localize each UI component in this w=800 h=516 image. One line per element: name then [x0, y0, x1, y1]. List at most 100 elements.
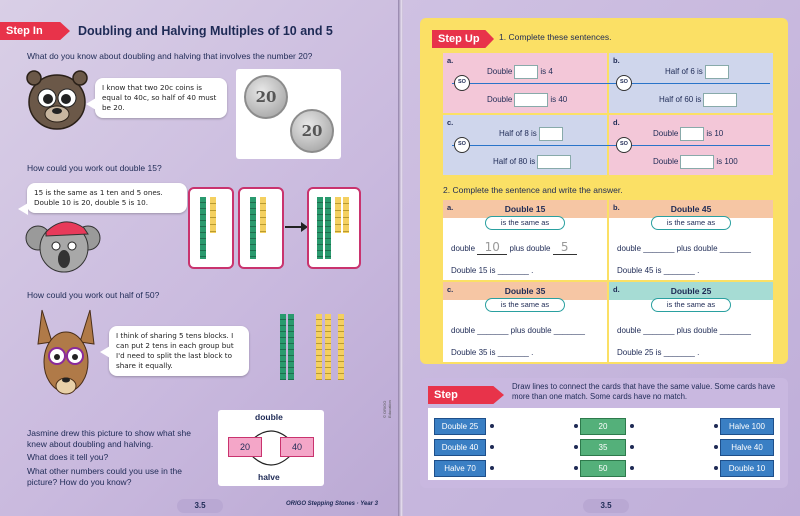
cell-2b: b. Double 45 is the same as double _____… — [609, 200, 773, 280]
box-40: 40 — [280, 437, 314, 457]
koala-illustration — [25, 221, 101, 273]
speech-bubble-2: 15 is the same as 1 ten and 5 ones. Doub… — [18, 183, 187, 215]
card-area: Double 25 Double 40 Halve 70 20 35 50 Ha… — [428, 408, 780, 480]
answer-box[interactable] — [680, 127, 705, 141]
tens-block — [317, 197, 323, 259]
cell-2a: a. Double 15 is the same as double 10 pl… — [443, 200, 607, 280]
step-ahead-panel: Step Ahead Draw lines to connect the car… — [420, 378, 788, 488]
cell-label: d. — [613, 118, 620, 127]
answer-box[interactable] — [703, 93, 738, 107]
same-as-pill: is the same as — [651, 298, 731, 312]
sentence: Half of 6 is — [665, 65, 731, 79]
coins-panel: 20 20 — [236, 69, 341, 159]
sentence[interactable]: Double 35 is _______ . — [451, 348, 534, 357]
cell-label: c. — [447, 285, 454, 294]
blocks-group-15 — [188, 187, 234, 269]
cell-heading: Double 15 — [504, 204, 546, 214]
answer-box[interactable] — [538, 127, 563, 141]
connect-dot[interactable] — [574, 445, 578, 449]
label-double: double — [255, 412, 283, 422]
box-20: 20 — [228, 437, 262, 457]
ones-blocks — [210, 197, 216, 233]
card-halve-40[interactable]: Halve 40 — [720, 439, 774, 456]
ones-blocks — [335, 197, 341, 233]
coin-20c: 20 — [244, 75, 288, 119]
connect-dot[interactable] — [574, 466, 578, 470]
connect-dot[interactable] — [714, 424, 718, 428]
cell-label: d. — [613, 285, 620, 294]
connect-dot[interactable] — [630, 466, 634, 470]
cell-label: a. — [447, 56, 454, 65]
cell-label: b. — [613, 203, 620, 212]
page-number: 3.5 — [583, 499, 629, 513]
answer-box[interactable] — [704, 65, 729, 79]
sentence: double 10 plus double 5 — [451, 240, 577, 255]
ones-blocks — [343, 197, 349, 233]
answer-box[interactable] — [514, 93, 549, 107]
so-badge: SO — [616, 75, 632, 91]
answer-box[interactable] — [537, 155, 572, 169]
answer-box[interactable] — [680, 155, 715, 169]
cell-heading: Double 35 — [504, 286, 546, 296]
connect-dot[interactable] — [630, 445, 634, 449]
question-1: What do you know about doubling and halv… — [27, 51, 313, 61]
connect-dot[interactable] — [714, 445, 718, 449]
card-20[interactable]: 20 — [580, 418, 626, 435]
page-number: 3.5 — [177, 499, 223, 513]
connect-dot[interactable] — [490, 424, 494, 428]
connect-dot[interactable] — [630, 424, 634, 428]
handwritten-answer[interactable]: 5 — [552, 240, 577, 255]
cell-heading: Double 25 — [670, 286, 712, 296]
blocks-group-15 — [238, 187, 284, 269]
connect-dot[interactable] — [574, 424, 578, 428]
sentence[interactable]: double _______ plus double _______ — [617, 244, 751, 253]
tens-block — [250, 197, 256, 259]
question-2: How could you work out double 15? — [27, 163, 162, 173]
question-4c: What other numbers could you use in the … — [27, 466, 182, 487]
blocks-result-30 — [307, 187, 361, 269]
so-badge: SO — [454, 75, 470, 91]
connect-dot[interactable] — [714, 466, 718, 470]
label-halve: halve — [258, 472, 280, 482]
arrow-head-icon — [301, 222, 308, 232]
so-line — [452, 83, 770, 85]
tens-block — [200, 197, 206, 259]
page-title: Doubling and Halving Multiples of 10 and… — [78, 24, 333, 38]
card-double-25[interactable]: Double 25 — [434, 418, 486, 435]
sentence[interactable]: double _______ plus double _______ — [617, 326, 751, 335]
sentence[interactable]: Double 45 is _______ . — [617, 266, 700, 275]
card-35[interactable]: 35 — [580, 439, 626, 456]
ones-blocks — [260, 197, 266, 233]
so-line — [452, 145, 770, 147]
arrow — [285, 226, 303, 228]
card-halve-100[interactable]: Halve 100 — [720, 418, 774, 435]
question-3: How could you work out half of 50? — [27, 290, 160, 300]
cell-2d: d. Double 25 is the same as double _____… — [609, 282, 773, 362]
handwritten-answer[interactable]: 10 — [477, 240, 508, 255]
coin-20c: 20 — [290, 109, 334, 153]
split-tens-blocks — [316, 314, 356, 380]
same-as-pill: is the same as — [485, 298, 565, 312]
step-up-q2: 2. Complete the sentence and write the a… — [443, 185, 623, 195]
answer-box[interactable] — [514, 65, 539, 79]
question-4b: What does it tell you? — [27, 452, 109, 462]
card-double-40[interactable]: Double 40 — [434, 439, 486, 456]
footer: ORIGO Stepping Stones · Year 3 — [286, 501, 379, 507]
kangaroo-illustration — [37, 309, 95, 395]
sentence[interactable]: Double 25 is _______ . — [617, 348, 700, 357]
card-50[interactable]: 50 — [580, 460, 626, 477]
card-halve-70[interactable]: Halve 70 — [434, 460, 486, 477]
copyright: © ORIGO Education — [382, 400, 392, 418]
sentence[interactable]: double _______ plus double _______ — [451, 326, 585, 335]
card-double-10[interactable]: Double 10 — [720, 460, 774, 477]
sentence[interactable]: Double 15 is _______ . — [451, 266, 534, 275]
sentence: Half of 8 is — [499, 127, 565, 141]
so-badge: SO — [616, 137, 632, 153]
same-as-pill: is the same as — [485, 216, 565, 230]
connect-dot[interactable] — [490, 466, 494, 470]
step-ahead-tag: Step Ahead — [428, 386, 504, 404]
connect-dot[interactable] — [490, 445, 494, 449]
